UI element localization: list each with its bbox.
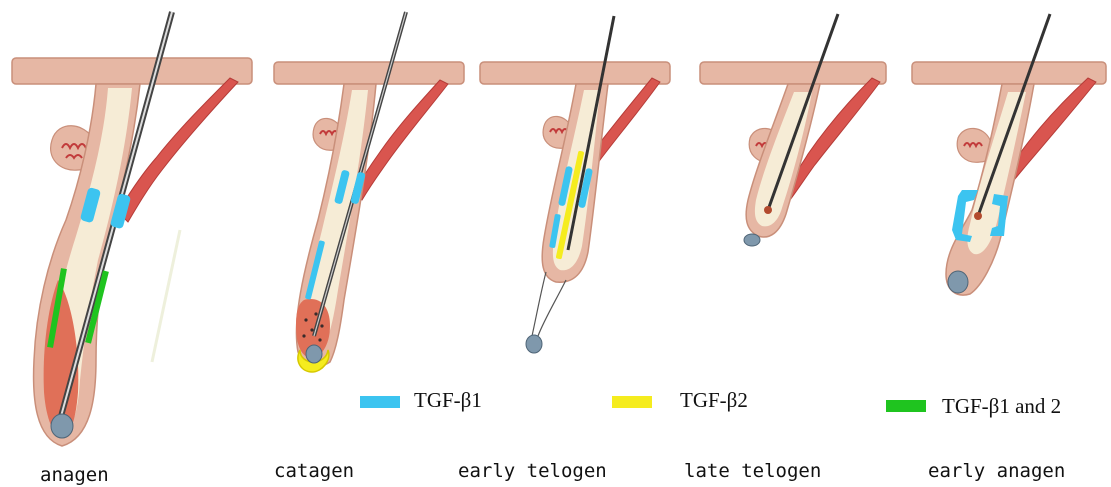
club-hair-tip bbox=[974, 212, 982, 220]
dermal-papilla bbox=[306, 345, 322, 363]
stage-label-anagen: anagen bbox=[40, 464, 109, 486]
stage-label-early-telogen: early telogen bbox=[458, 460, 607, 482]
follicle-early-telogen bbox=[480, 16, 670, 353]
legend-item-tgf-b1-and-2: TGF-β1 and 2 bbox=[886, 394, 1061, 418]
follicle-late-telogen bbox=[700, 14, 886, 246]
legend-label-tgf-b2: TGF-β2 bbox=[680, 388, 748, 412]
legend-item-tgf-b1: TGF-β1 bbox=[360, 388, 482, 412]
bulb-dot bbox=[310, 328, 313, 331]
hair-shaft bbox=[978, 14, 1050, 216]
skin-surface bbox=[274, 62, 464, 84]
follicle-catagen bbox=[274, 12, 464, 372]
skin-surface bbox=[700, 62, 886, 84]
legend-item-tgf-b2: TGF-β2 bbox=[612, 388, 748, 412]
skin-surface bbox=[12, 58, 252, 84]
dermal-papilla bbox=[526, 335, 542, 353]
follicle-early-anagen bbox=[912, 14, 1106, 295]
skin-surface bbox=[912, 62, 1106, 84]
faint-hair-line bbox=[152, 230, 180, 362]
club-hair-tip bbox=[764, 206, 772, 214]
stage-label-early-anagen: early anagen bbox=[928, 460, 1065, 482]
dermal-papilla bbox=[51, 414, 73, 438]
bulb-dot bbox=[304, 318, 307, 321]
legend-swatch-tgf-b1-and-2 bbox=[886, 400, 926, 412]
dermal-papilla bbox=[948, 271, 968, 293]
bulb-dot bbox=[302, 334, 305, 337]
stage-labels: anagen catagen early telogen late teloge… bbox=[40, 460, 1065, 486]
bulb-dot bbox=[318, 338, 321, 341]
stage-label-catagen: catagen bbox=[274, 460, 354, 482]
legend-label-tgf-b1-and-2: TGF-β1 and 2 bbox=[942, 394, 1061, 418]
bulb-dot bbox=[314, 312, 317, 315]
stage-label-late-telogen: late telogen bbox=[684, 460, 821, 482]
skin-surface bbox=[480, 62, 670, 84]
dermal-papilla bbox=[744, 234, 760, 246]
legend-label-tgf-b1: TGF-β1 bbox=[414, 388, 482, 412]
legend-swatch-tgf-b1 bbox=[360, 396, 400, 408]
follicle-anagen bbox=[12, 12, 252, 446]
legend: TGF-β1 TGF-β2 TGF-β1 and 2 bbox=[360, 388, 1061, 418]
bulb-dot bbox=[320, 324, 323, 327]
legend-swatch-tgf-b2 bbox=[612, 396, 652, 408]
